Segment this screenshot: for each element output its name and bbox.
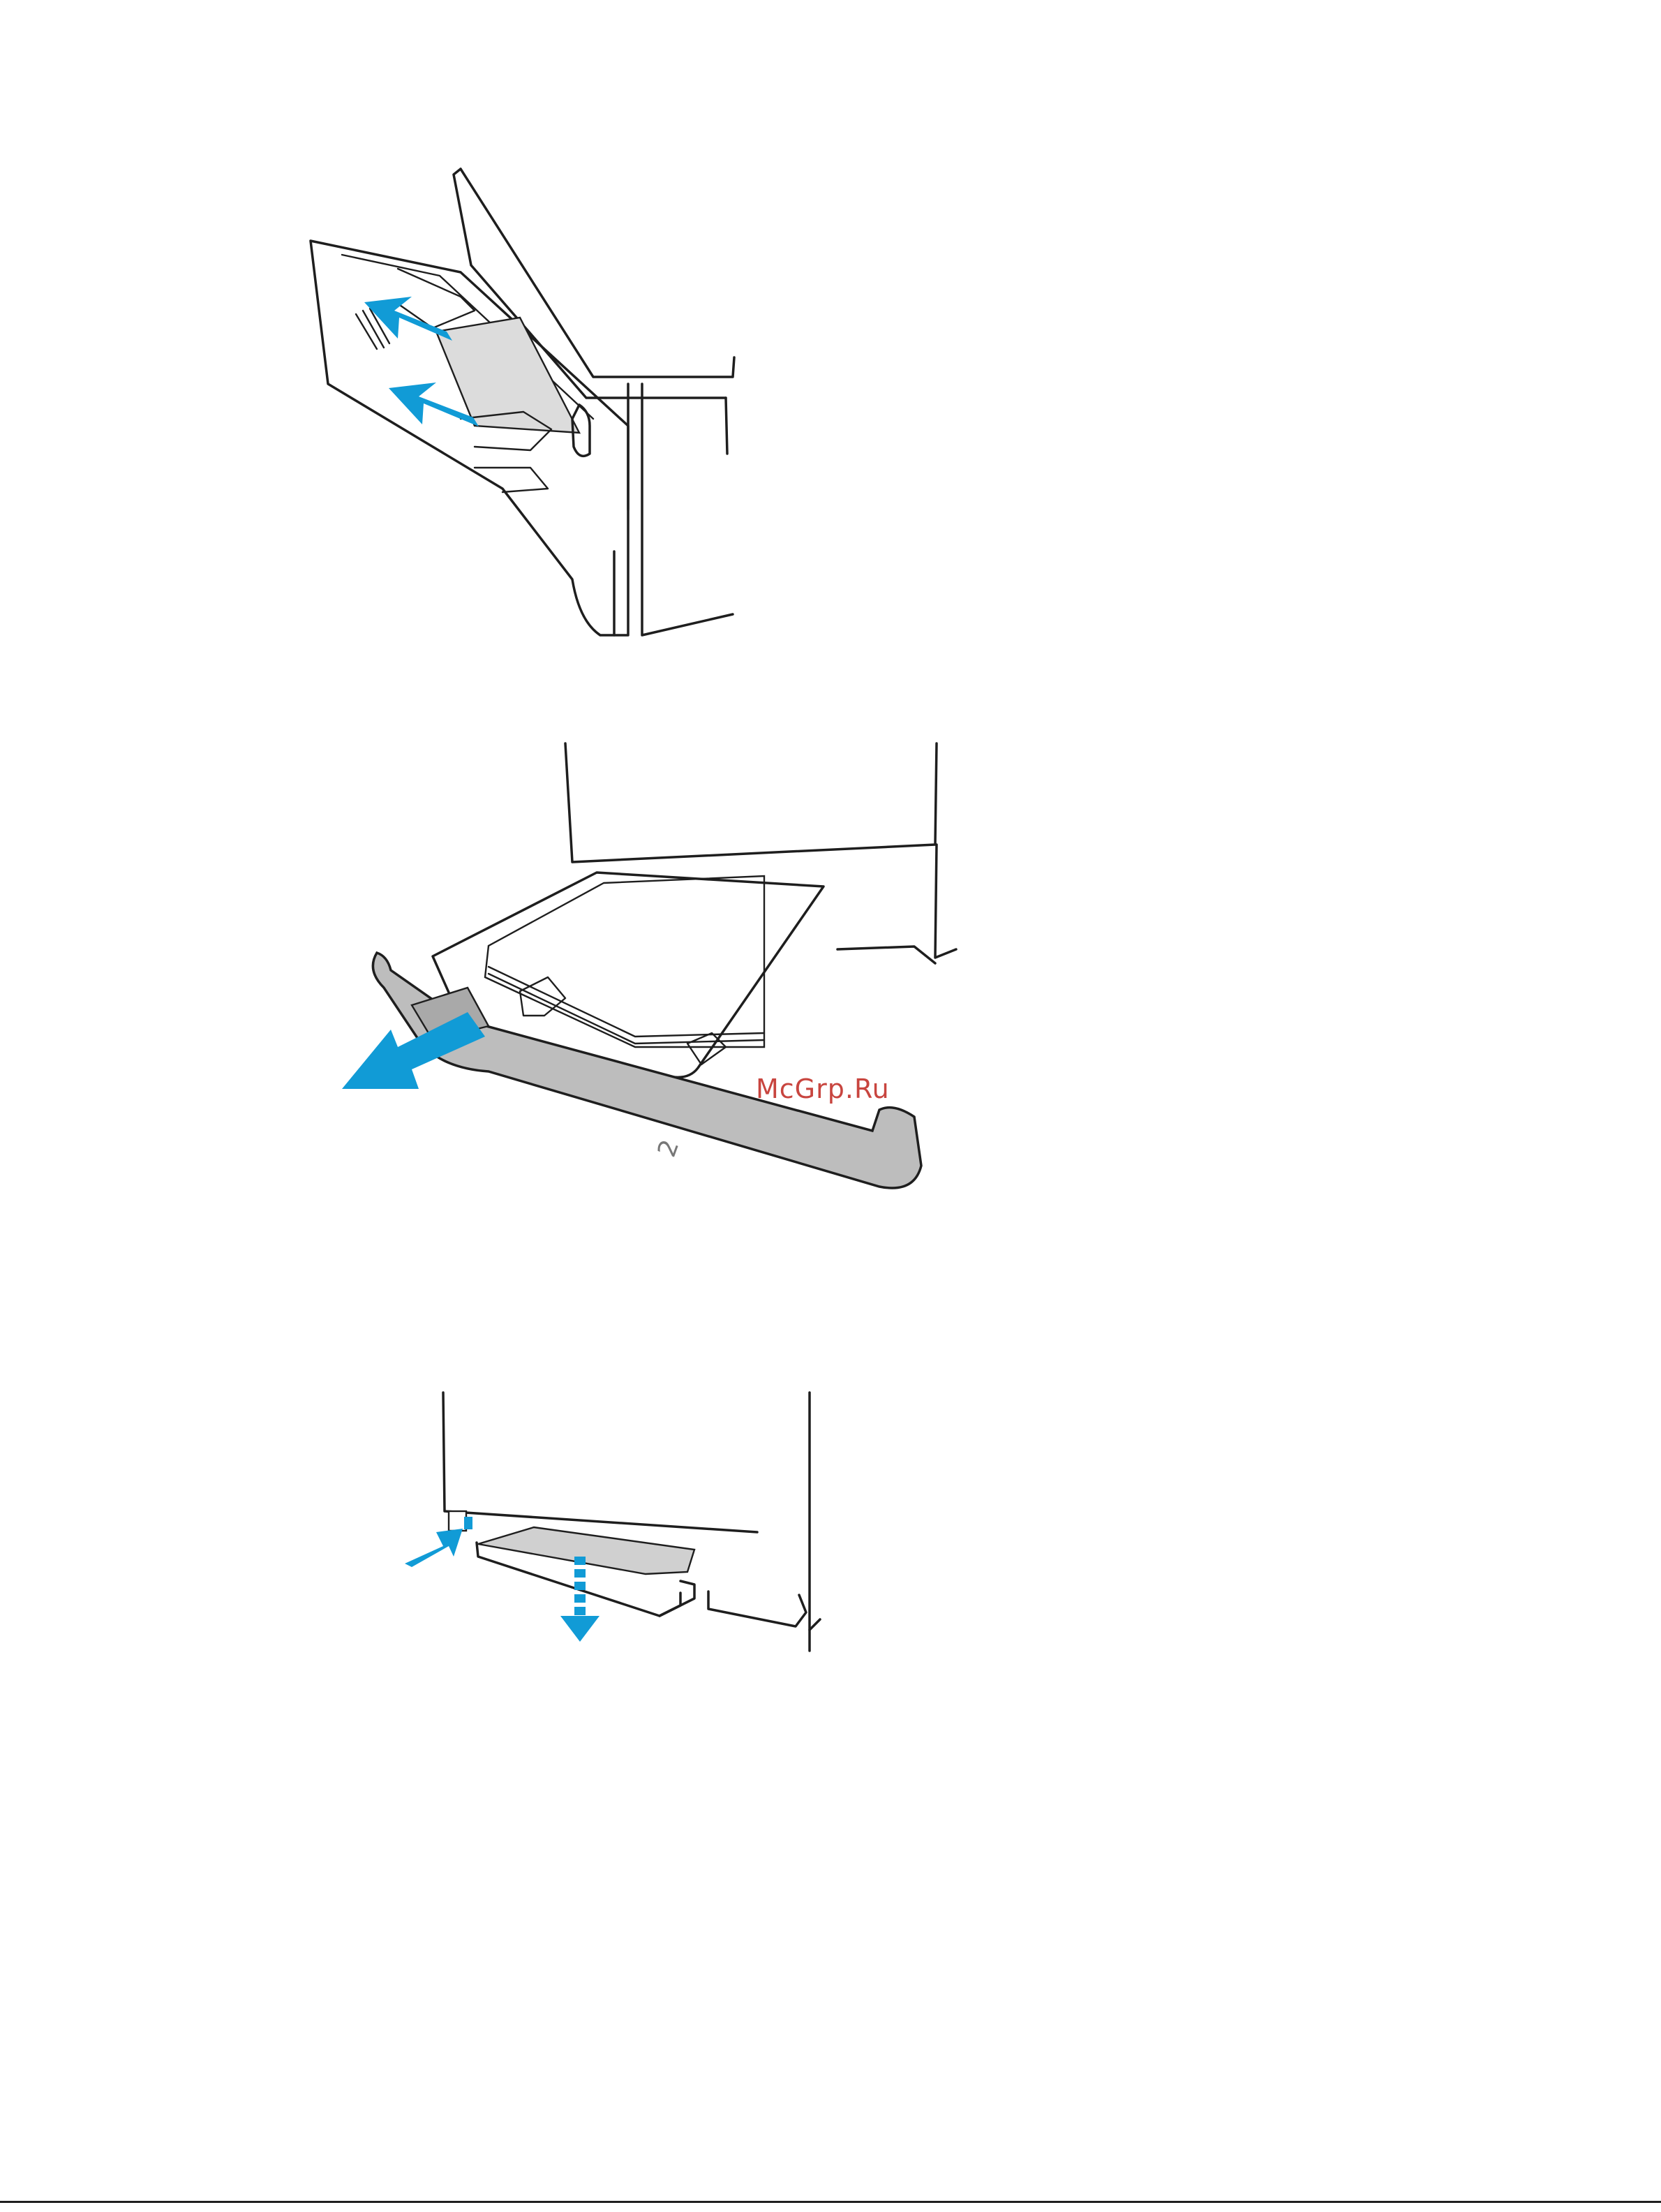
arrow-left-icon xyxy=(364,297,452,341)
tray1-illustration xyxy=(300,161,747,663)
arrow-press-icon xyxy=(405,1529,463,1567)
tray-number-2-icon: 2 xyxy=(653,1136,685,1161)
figure-tray2-open: 2 xyxy=(335,740,977,1201)
figure-jam-door xyxy=(401,1389,848,1661)
paper-stack xyxy=(485,876,764,1047)
jam-door-illustration xyxy=(401,1389,848,1661)
watermark: McGrp.Ru xyxy=(756,1074,890,1104)
footer-rule xyxy=(0,2201,1661,2203)
tray2-illustration: 2 xyxy=(335,740,977,1201)
figure-tray1-jam xyxy=(300,161,747,663)
arrow-down-dashed-icon xyxy=(560,1557,599,1642)
